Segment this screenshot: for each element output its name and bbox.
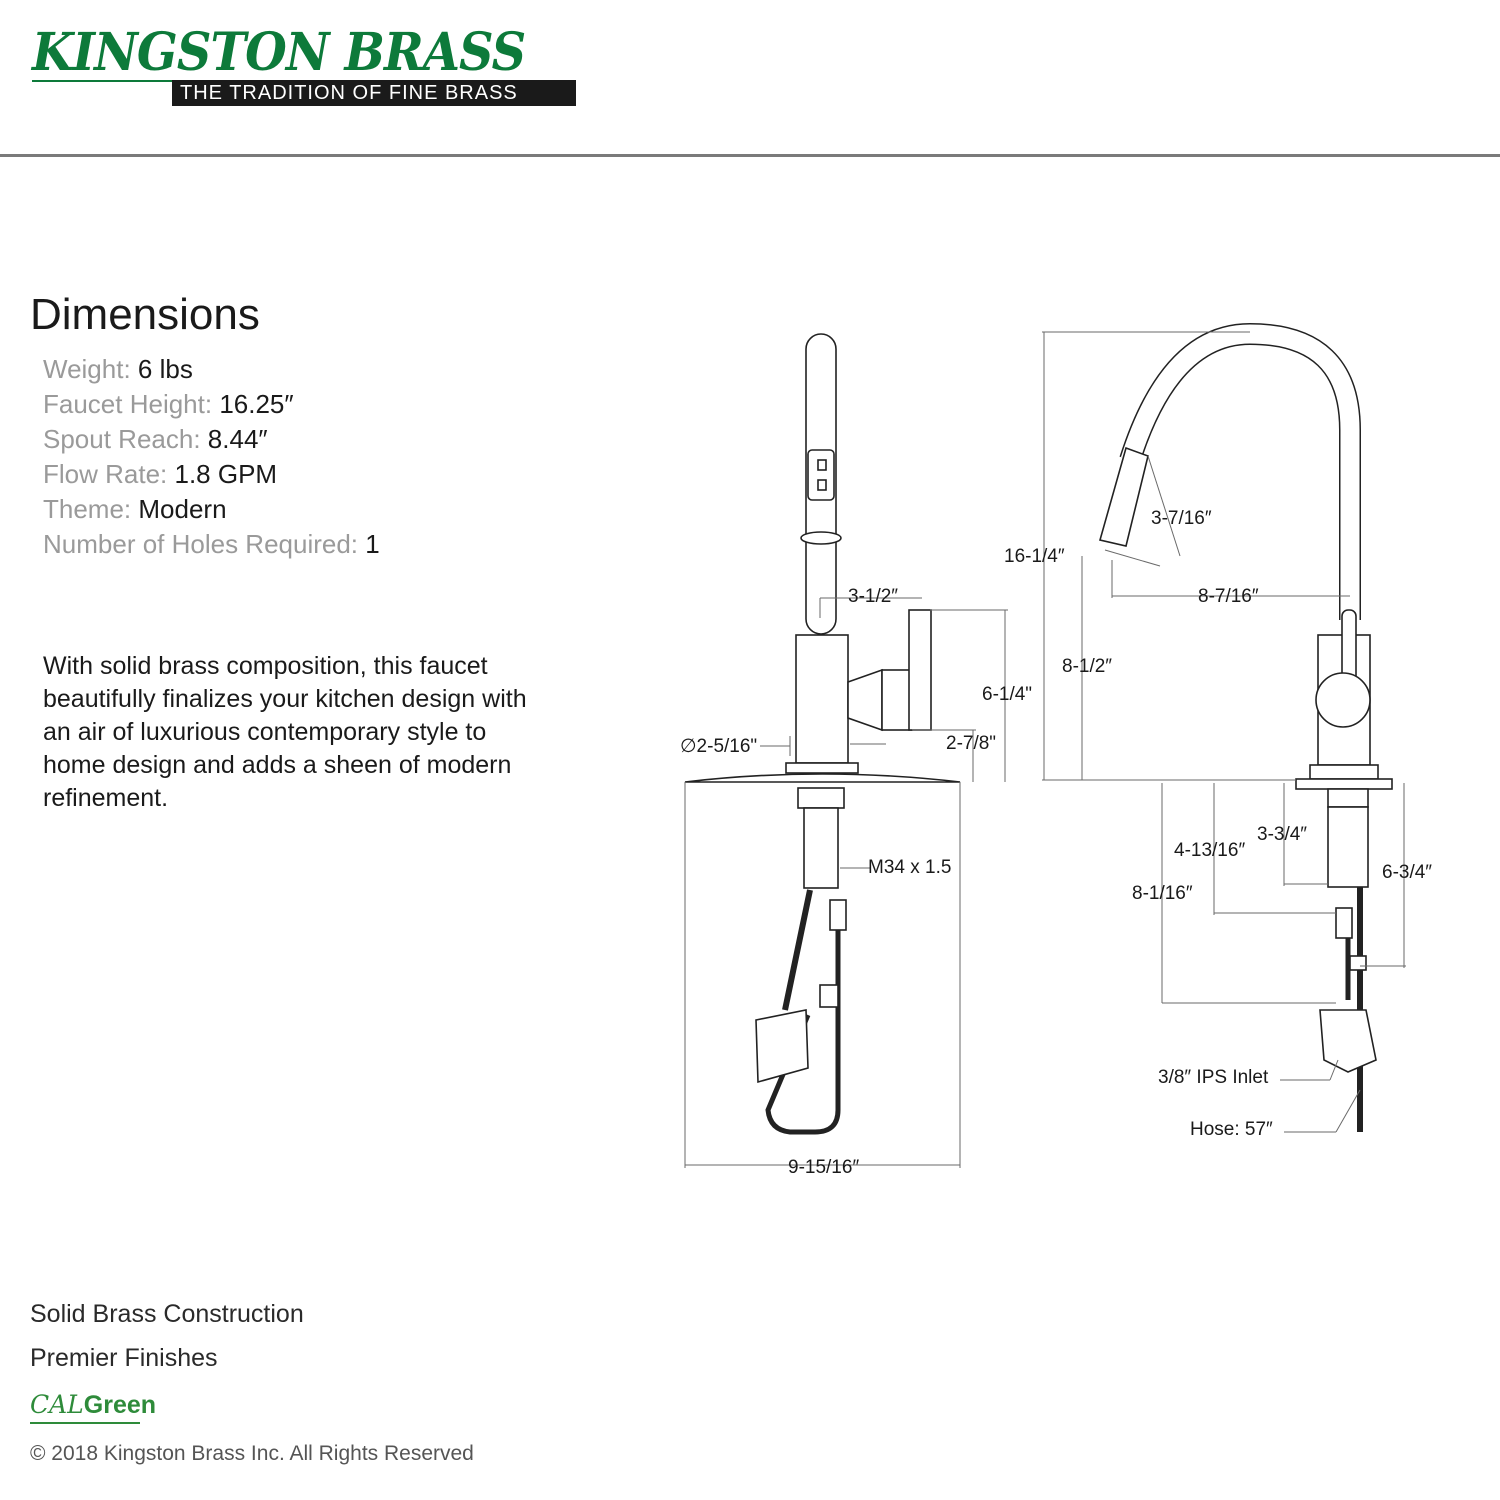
header-divider (0, 154, 1500, 157)
spec-label: Faucet Height: (43, 389, 213, 419)
spec-value: 16.25″ (219, 389, 294, 419)
front-supply-fitting (829, 899, 847, 931)
label-spout-reach: 8-7/16″ (1198, 586, 1259, 607)
front-hose (782, 889, 813, 1011)
dimensions-title: Dimensions (30, 290, 260, 339)
spec-label: Flow Rate: (43, 459, 168, 489)
front-aerator (800, 531, 842, 545)
label-inlet: 3/8″ IPS Inlet (1158, 1067, 1269, 1088)
spec-list: Weight: 6 lbs Faucet Height: 16.25″ Spou… (43, 352, 380, 562)
front-mount-nut (797, 787, 845, 809)
front-connector (819, 984, 839, 1008)
calgreen-part-b: Green (83, 1391, 157, 1419)
side-handle-hub (1315, 672, 1371, 728)
calgreen-part-a: CAL (30, 1390, 84, 1419)
label-base-diameter: ∅2-5/16" (680, 736, 757, 757)
side-escutcheon (1309, 764, 1379, 780)
label-under-b: 3-3/4″ (1257, 824, 1307, 845)
front-handle-cap (881, 669, 913, 731)
copyright-notice: © 2018 Kingston Brass Inc. All Rights Re… (30, 1442, 474, 1465)
front-handle-hub (847, 668, 883, 732)
header: KINGSTON BRASS THE TRADITION OF FINE BRA… (0, 0, 1500, 157)
side-gooseneck-fill (1120, 324, 1360, 620)
spec-label: Weight: (43, 354, 131, 384)
front-body (795, 634, 849, 764)
label-handle-height: 2-7/8" (946, 733, 996, 754)
side-hose-weight (1319, 1009, 1377, 1073)
label-sprayhead: 3-7/16″ (1151, 508, 1212, 529)
label-base-to-handle: 6-1/4" (982, 684, 1032, 705)
label-handle-width: 3-1/2″ (848, 586, 898, 607)
feature-premier-finishes: Premier Finishes (30, 1344, 218, 1372)
front-hose-loop (765, 930, 841, 1135)
product-description: With solid brass composition, this fauce… (43, 652, 527, 812)
spray-button-icon (817, 479, 827, 491)
brand-logo: KINGSTON BRASS (32, 22, 526, 83)
spec-weight: Weight: 6 lbs (43, 352, 380, 387)
spec-value: 8.44″ (207, 424, 268, 454)
front-handle-lever (908, 609, 932, 731)
label-plate-width: 9-15/16″ (788, 1157, 859, 1178)
front-escutcheon (785, 762, 859, 774)
brand-tagline: THE TRADITION OF FINE BRASS (172, 80, 576, 106)
calgreen-logo: CALGreen (30, 1390, 156, 1420)
front-threaded-shank (803, 807, 839, 889)
side-supply-fitting (1335, 907, 1353, 939)
spec-label: Spout Reach: (43, 424, 201, 454)
label-spout-height: 8-1/2″ (1062, 656, 1112, 677)
label-hose: Hose: 57″ (1190, 1119, 1273, 1140)
spec-flow-rate: Flow Rate: 1.8 GPM (43, 457, 380, 492)
spec-spout-reach: Spout Reach: 8.44″ (43, 422, 380, 457)
front-deck-plate (684, 773, 961, 783)
side-deck-plate (1295, 778, 1393, 790)
side-sprayhead (1099, 446, 1149, 547)
spec-faucet-height: Faucet Height: 16.25″ (43, 387, 380, 422)
side-mount-nut (1327, 788, 1369, 808)
spec-label: Theme: (43, 494, 132, 524)
front-hose-weight (755, 1009, 809, 1084)
label-total-height: 16-1/4″ (1004, 546, 1065, 567)
side-view-faucet (1099, 322, 1393, 1132)
spec-theme: Theme: Modern (43, 492, 380, 527)
spec-label: Number of Holes Required: (43, 529, 359, 559)
side-threaded-shank (1327, 806, 1369, 888)
label-under-a: 4-13/16″ (1174, 840, 1245, 861)
spec-value: 6 lbs (137, 354, 193, 384)
front-view-faucet (684, 333, 961, 1135)
spray-button-icon (817, 459, 827, 471)
spec-value: Modern (138, 494, 227, 524)
spec-value: 1 (365, 529, 380, 559)
side-connector (1349, 955, 1367, 971)
front-sprayhead-buttons (807, 449, 835, 501)
label-under-c: 6-3/4″ (1382, 862, 1432, 883)
dimension-lines (684, 331, 1406, 1168)
label-thread: M34 x 1.5 (868, 857, 951, 878)
faucet-dimension-diagram: 3-1/2″ 6-1/4" ∅2-5/16" 2-7/8" M34 x 1.5 … (680, 322, 1432, 1178)
spec-holes-required: Number of Holes Required: 1 (43, 527, 380, 562)
spec-value: 1.8 GPM (174, 459, 278, 489)
logo-underline (32, 80, 182, 82)
feature-solid-brass: Solid Brass Construction (30, 1300, 304, 1328)
label-under-d: 8-1/16″ (1132, 883, 1193, 904)
calgreen-underline (30, 1422, 140, 1424)
